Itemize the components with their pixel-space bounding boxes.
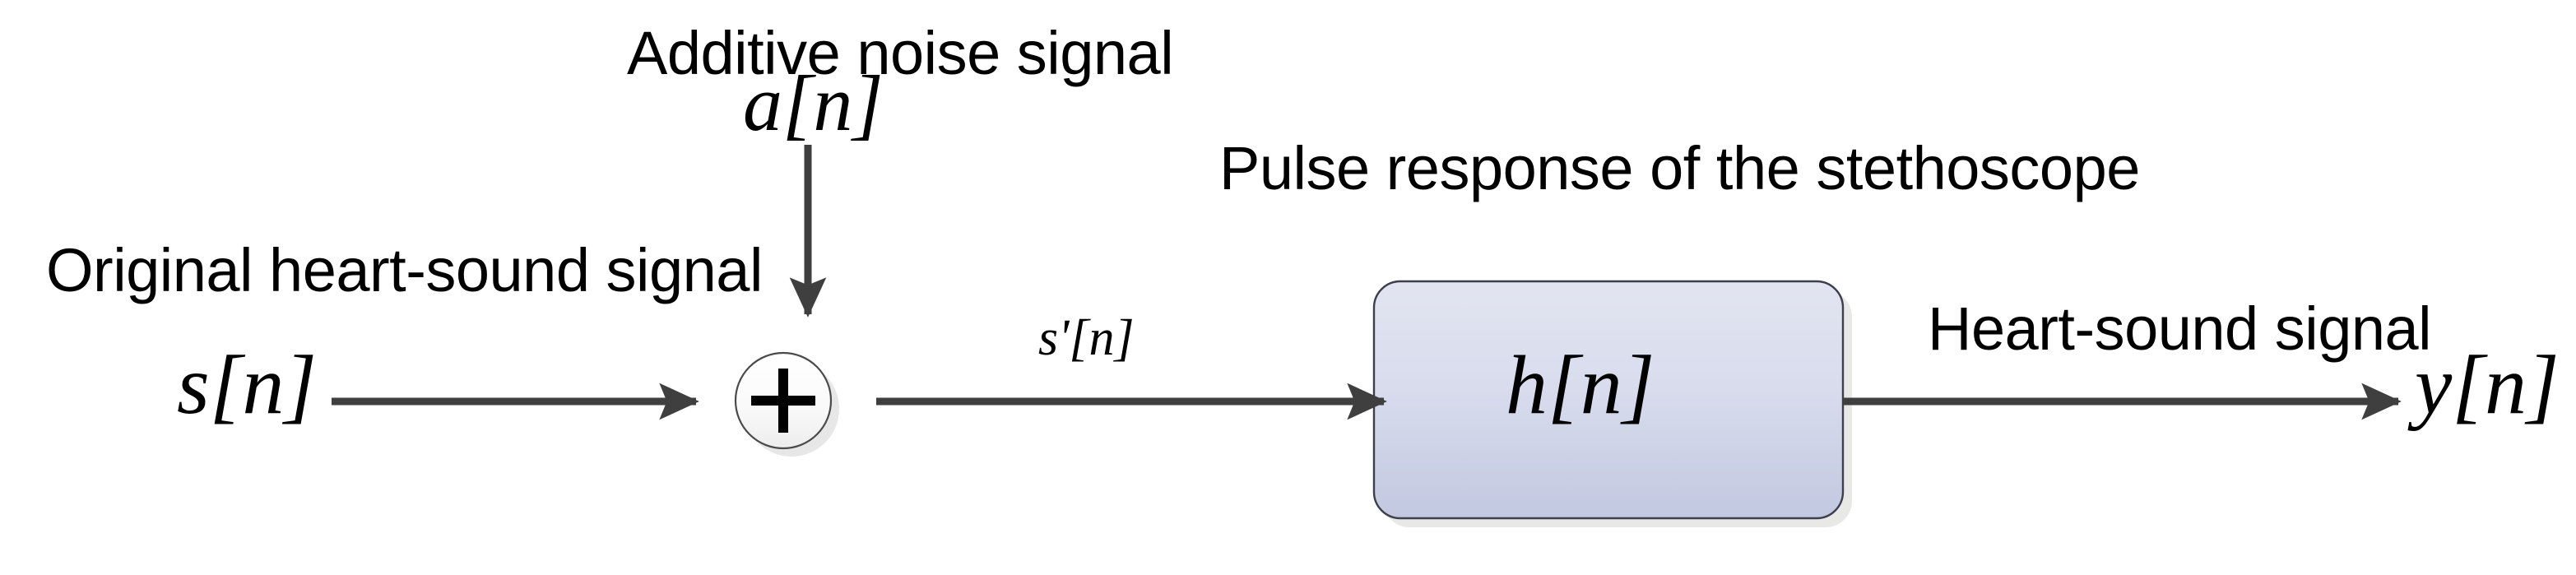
- input-signal-symbol: s[n]: [177, 339, 318, 432]
- system-response-symbol: h[n]: [1506, 339, 1655, 432]
- original-heart-sound-caption: Original heart-sound signal: [46, 236, 763, 304]
- noisy-signal-symbol: s'[n]: [1038, 310, 1135, 366]
- output-signal-symbol: y[n]: [2415, 339, 2560, 432]
- additive-noise-caption: Additive noise signal: [627, 19, 1174, 87]
- plus-icon: [751, 369, 815, 433]
- noise-signal-symbol: a[n]: [743, 59, 884, 147]
- pulse-response-caption: Pulse response of the stethoscope: [1219, 134, 2140, 202]
- output-heart-sound-caption: Heart-sound signal: [1928, 294, 2432, 363]
- summing-junction[interactable]: [734, 351, 833, 450]
- summing-junction-shadow: [744, 361, 839, 457]
